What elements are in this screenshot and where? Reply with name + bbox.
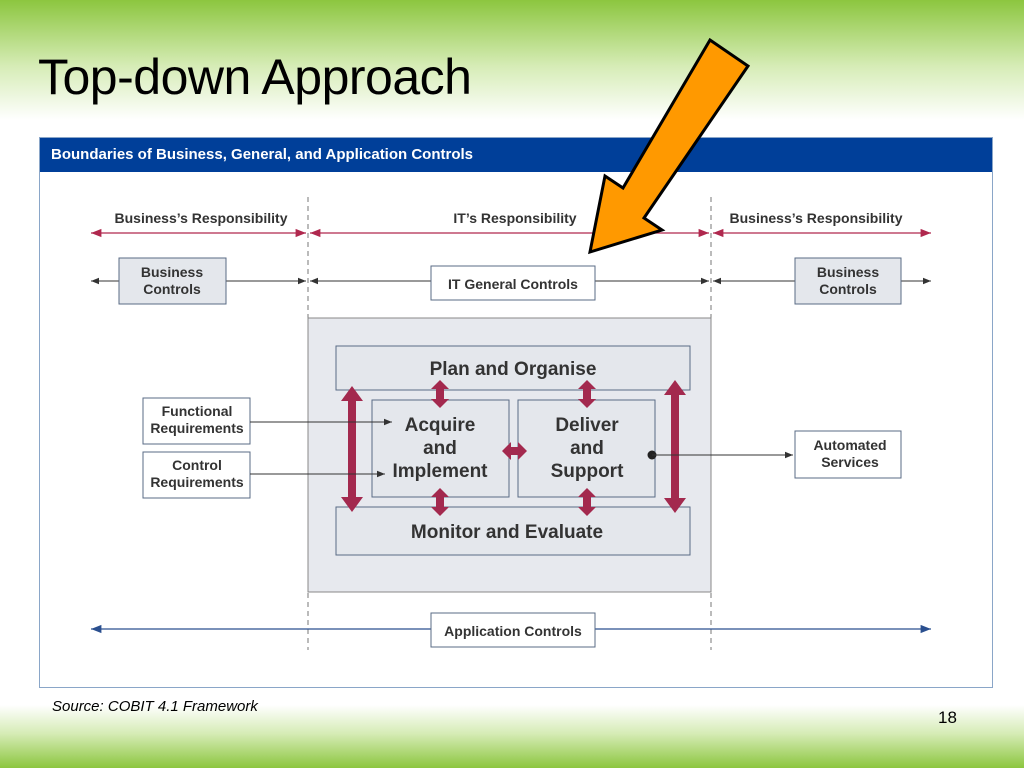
automated-services-box: Automated Services [794, 430, 902, 479]
it-general-controls-box: IT General Controls [430, 265, 596, 301]
automated-services-line1: Automated [813, 437, 886, 453]
deliver-plan-double-arrow [578, 380, 596, 408]
acquire-deliver-double-arrow [502, 442, 527, 460]
business-controls-right-line1: Business [817, 264, 879, 280]
acquire-label-line1: Acquire [405, 415, 476, 436]
deliver-monitor-double-arrow [578, 488, 596, 516]
left-vertical-double-arrow [341, 386, 363, 512]
control-requirements-line1: Control [172, 457, 222, 473]
business-controls-right-line2: Controls [819, 281, 877, 297]
business-responsibility-left-label: Business’s Responsibility [115, 210, 288, 226]
deliver-label-line2: and [570, 438, 604, 459]
top-green-band [0, 0, 1024, 120]
acquire-and-implement-box: Acquire and Implement [371, 399, 510, 498]
business-controls-right-box: Business Controls [794, 257, 902, 305]
right-vertical-double-arrow [664, 380, 686, 513]
business-responsibility-right-label: Business’s Responsibility [730, 210, 903, 226]
source-citation: Source: COBIT 4.1 Framework [52, 698, 258, 715]
deliver-label-line1: Deliver [555, 415, 619, 436]
it-responsibility-label: IT’s Responsibility [453, 210, 576, 226]
acquire-label-line2: and [423, 438, 457, 459]
page-number: 18 [938, 708, 957, 727]
monitor-and-evaluate-box: Monitor and Evaluate [335, 506, 691, 556]
acquire-monitor-double-arrow [431, 488, 449, 516]
controls-diagram: Business’s Responsibility IT’s Responsib… [91, 197, 931, 650]
control-requirements-line2: Requirements [150, 474, 244, 490]
bottom-green-band [0, 705, 1024, 768]
monitor-and-evaluate-label: Monitor and Evaluate [411, 522, 603, 543]
control-requirements-box: Control Requirements [142, 451, 251, 499]
business-controls-left-line2: Controls [143, 281, 201, 297]
slide-title: Top-down Approach [38, 49, 472, 105]
automated-services-line2: Services [821, 454, 879, 470]
functional-requirements-box: Functional Requirements [142, 397, 251, 445]
acquire-label-line3: Implement [392, 461, 488, 482]
acquire-plan-double-arrow [431, 380, 449, 408]
business-controls-left-box: Business Controls [118, 257, 227, 305]
deliver-and-support-box: Deliver and Support [517, 399, 656, 498]
business-controls-left-line1: Business [141, 264, 203, 280]
it-general-controls-label: IT General Controls [448, 276, 578, 292]
plan-and-organise-label: Plan and Organise [430, 359, 597, 380]
functional-requirements-line1: Functional [162, 403, 233, 419]
figure-header: Boundaries of Business, General, and App… [40, 138, 992, 172]
application-controls-box: Application Controls [430, 612, 596, 648]
deliver-label-line3: Support [551, 461, 624, 482]
plan-and-organise-box: Plan and Organise [335, 345, 691, 391]
application-controls-label: Application Controls [444, 623, 582, 639]
functional-requirements-line2: Requirements [150, 420, 244, 436]
